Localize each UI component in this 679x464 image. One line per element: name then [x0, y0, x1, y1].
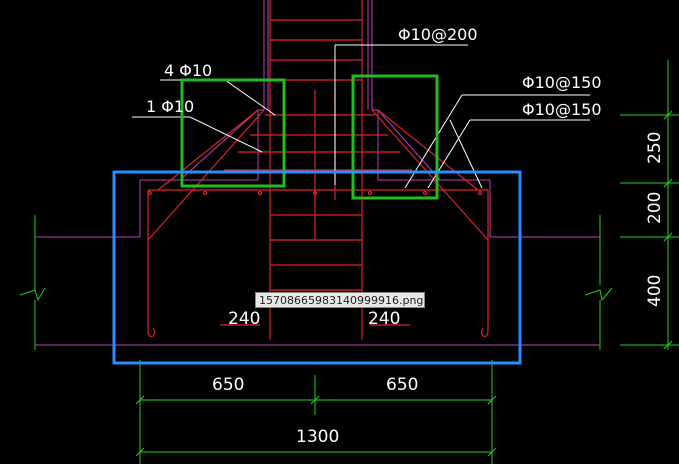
dim-side-200: 200 [645, 192, 665, 224]
dim-total: 1300 [296, 427, 339, 447]
dim-side-400: 400 [645, 275, 665, 307]
dim-side-250: 250 [645, 132, 665, 164]
dim-right-half: 650 [386, 375, 418, 395]
dim-left-half: 650 [212, 375, 244, 395]
label-left-single: 1 Φ10 [146, 97, 194, 116]
label-right-lower: Φ10@150 [522, 100, 602, 119]
blue-highlight-footing [112, 170, 522, 365]
dim-right-hook: 240 [368, 309, 400, 329]
label-top-rebar: Φ10@200 [398, 25, 478, 44]
dimension-lines [19, 60, 679, 464]
label-left-bars: 4 Φ10 [164, 61, 212, 80]
concrete-outline [35, 0, 600, 346]
filename-tooltip: 15708665983140999916.png [255, 292, 425, 308]
dim-left-hook: 240 [228, 309, 260, 329]
label-right-upper: Φ10@150 [522, 73, 602, 92]
green-highlight-right [351, 74, 439, 200]
green-highlight-left [180, 78, 286, 188]
